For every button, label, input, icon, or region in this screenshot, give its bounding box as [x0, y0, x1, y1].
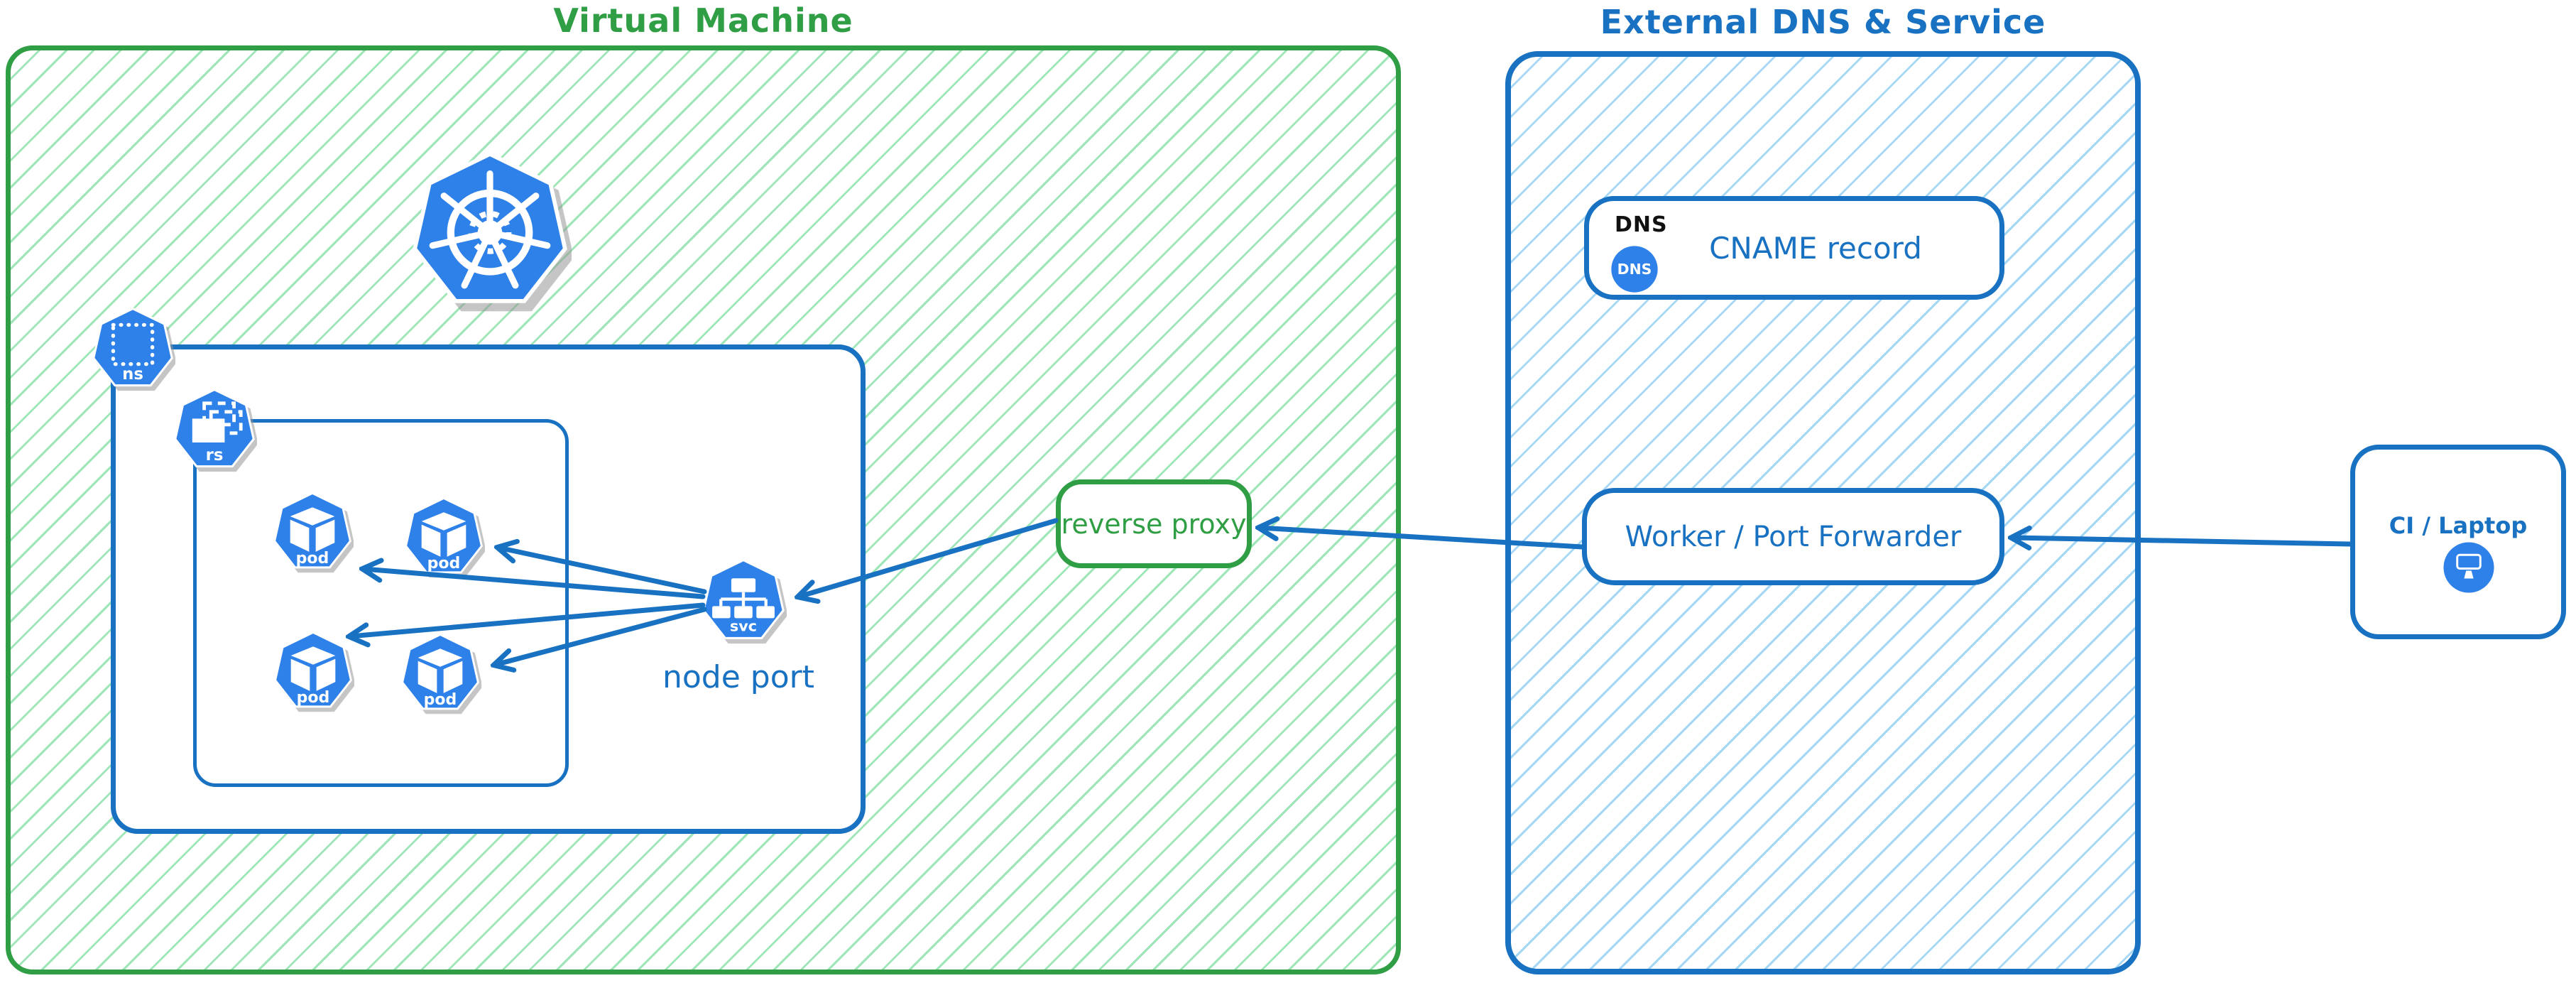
- replicaset-icon[interactable]: rs: [172, 387, 257, 472]
- service-icon[interactable]: svc: [700, 558, 787, 644]
- replicaset-icon-label: rs: [206, 446, 224, 465]
- reverse-proxy-label: reverse proxy: [1061, 508, 1247, 540]
- vm-group-title: Virtual Machine: [553, 1, 853, 40]
- external-dns-group-title: External DNS & Service: [1600, 3, 2046, 41]
- worker-port-forwarder-node[interactable]: Worker / Port Forwarder: [1582, 488, 2004, 585]
- reverse-proxy-node[interactable]: reverse proxy: [1056, 479, 1252, 568]
- dns-record-node[interactable]: DNS DNS CNAME record: [1584, 196, 2004, 300]
- node-port-label: node port: [662, 659, 814, 695]
- replicaset-box[interactable]: [193, 419, 569, 787]
- dns-badge-label: DNS: [1617, 261, 1652, 278]
- namespace-icon-label: ns: [122, 365, 143, 384]
- pod-icon-label: pod: [424, 691, 457, 709]
- pod-icon-label: pod: [427, 555, 461, 572]
- ci-laptop-node[interactable]: CI / Laptop: [2350, 445, 2566, 639]
- dns-group-label: DNS: [1615, 212, 1668, 237]
- pod-icon-4[interactable]: pod: [399, 632, 481, 715]
- service-icon-label: svc: [730, 618, 757, 635]
- pod-icon-label: pod: [297, 689, 330, 707]
- pod-icon-1[interactable]: pod: [271, 491, 354, 573]
- cname-record-label: CNAME record: [1709, 230, 1922, 266]
- ci-laptop-label: CI / Laptop: [2389, 512, 2528, 539]
- pod-icon-2[interactable]: pod: [403, 496, 485, 578]
- pod-icon-3[interactable]: pod: [272, 630, 354, 712]
- monitor-icon: [2443, 541, 2495, 594]
- namespace-icon[interactable]: ns: [90, 306, 175, 391]
- kubernetes-logo-icon[interactable]: [408, 149, 572, 313]
- pod-icon-label: pod: [296, 550, 329, 567]
- worker-port-forwarder-label: Worker / Port Forwarder: [1625, 520, 1962, 553]
- dns-badge-icon: DNS: [1610, 245, 1659, 293]
